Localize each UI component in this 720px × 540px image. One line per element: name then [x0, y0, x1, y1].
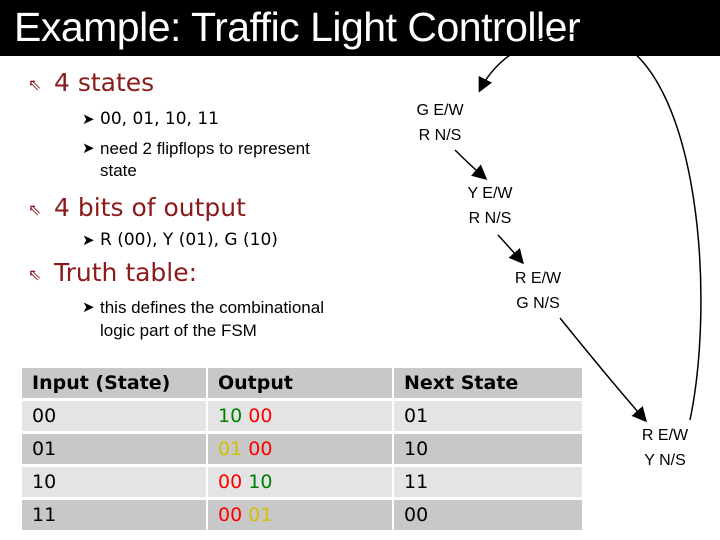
transition-arrow: [559, 317, 647, 423]
output-ew: 10: [218, 405, 243, 427]
table-row: 10 00 10 11: [22, 467, 582, 497]
state-node-00: G E/W R N/S: [405, 98, 475, 148]
title-bar: Example: Traffic Light Controller: [0, 0, 720, 56]
state-node-10: R E/W G N/S: [503, 266, 573, 316]
bullet-label: 4 states: [54, 68, 155, 97]
table-cell-next: 11: [394, 467, 582, 497]
sub-bullet: ➤ this defines the combinational: [82, 297, 324, 319]
state-line: Y E/W: [467, 185, 513, 202]
sub-text-continued: logic part of the FSM: [100, 321, 257, 340]
table-cell-input: 10: [22, 467, 206, 497]
table-header: Next State: [394, 368, 582, 398]
table-row: 11 00 01 00: [22, 500, 582, 530]
arrow-icon: ➤: [82, 299, 95, 316]
state-line: G N/S: [516, 295, 560, 312]
bullet-marker-icon: ⇖: [28, 265, 42, 284]
bullet-truth-table: ⇖ Truth table:: [28, 258, 198, 287]
bullet-outputs: ⇖ 4 bits of output: [28, 193, 246, 222]
output-ns: 10: [248, 471, 273, 493]
sub-text-continued: state: [100, 161, 137, 180]
output-ns: 00: [248, 438, 273, 460]
state-line: G E/W: [416, 102, 464, 119]
state-node-01: Y E/W R N/S: [455, 181, 525, 231]
sub-bullet: ➤ need 2 flipflops to represent: [82, 138, 310, 160]
table-cell-output: 00 10: [208, 467, 392, 497]
transition-arrow: [478, 32, 702, 421]
table-row: 00 10 00 01: [22, 401, 582, 431]
sub-text: this defines the combinational: [100, 298, 324, 317]
transition-arrow: [497, 234, 524, 265]
state-line: R N/S: [418, 127, 462, 144]
table-cell-next: 01: [394, 401, 582, 431]
table-header-row: Input (State) Output Next State: [22, 368, 582, 398]
table-row: 01 01 00 10: [22, 434, 582, 464]
state-line: R N/S: [468, 210, 512, 227]
transition-arrow: [454, 149, 488, 180]
sub-bullet: ➤ 00, 01, 10, 11: [82, 108, 219, 130]
bullet-label: 4 bits of output: [54, 193, 246, 222]
table-header: Output: [208, 368, 392, 398]
arrow-icon: ➤: [82, 231, 95, 249]
bullet-label: Truth table:: [54, 258, 198, 287]
output-ew: 00: [218, 471, 243, 493]
slide-title: Example: Traffic Light Controller: [14, 4, 581, 50]
table-cell-output: 10 00: [208, 401, 392, 431]
output-ns: 00: [248, 405, 273, 427]
state-line: R E/W: [641, 427, 689, 444]
state-node-11: R E/W Y N/S: [630, 423, 700, 473]
sub-text: R (00), Y (01), G (10): [100, 230, 278, 250]
sub-bullet: ➤ R (00), Y (01), G (10): [82, 229, 278, 251]
table-header: Input (State): [22, 368, 206, 398]
table-cell-next: 10: [394, 434, 582, 464]
table-cell-input: 01: [22, 434, 206, 464]
state-line: Y N/S: [644, 452, 686, 469]
output-ew: 00: [218, 504, 243, 526]
sub-text: 00, 01, 10, 11: [100, 109, 219, 129]
state-line: R E/W: [514, 270, 562, 287]
table-cell-output: 00 01: [208, 500, 392, 530]
table-cell-next: 00: [394, 500, 582, 530]
sub-text: need 2 flipflops to represent: [100, 139, 310, 158]
table-cell-output: 01 00: [208, 434, 392, 464]
output-ew: 01: [218, 438, 243, 460]
output-ns: 01: [248, 504, 273, 526]
table-cell-input: 11: [22, 500, 206, 530]
bullet-marker-icon: ⇖: [28, 75, 42, 94]
bullet-states: ⇖ 4 states: [28, 68, 155, 97]
table-cell-input: 00: [22, 401, 206, 431]
arrow-icon: ➤: [82, 140, 95, 157]
arrow-icon: ➤: [82, 110, 95, 128]
bullet-marker-icon: ⇖: [28, 200, 42, 219]
